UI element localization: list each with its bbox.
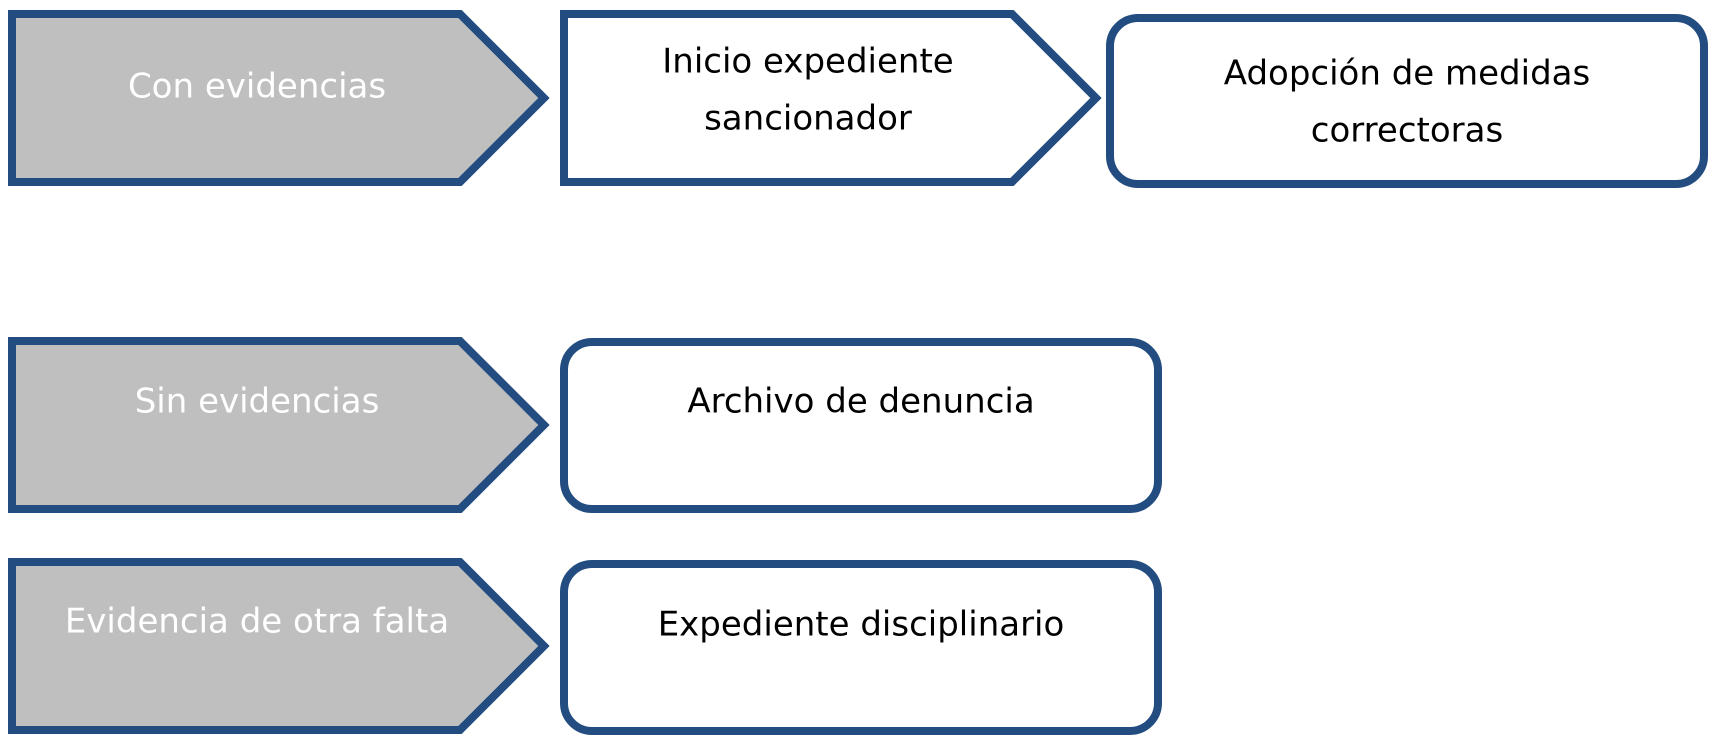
step-label-adopcion-medidas-line2: correctoras: [1311, 111, 1503, 151]
step-box-adopcion-medidas: [1106, 14, 1708, 188]
step-label-archivo-denuncia: Archivo de denuncia: [687, 382, 1034, 422]
condition-label-con-evidencias: Con evidencias: [128, 67, 386, 107]
condition-chevron-evidencia-otra-falta: [8, 558, 550, 734]
step-chevron-inicio-expediente: [560, 10, 1102, 186]
flow-row-evidencia-otra-falta: Evidencia de otra falta Expediente disci…: [8, 558, 1162, 735]
step-label-adopcion-medidas: Adopción de medidas: [1224, 54, 1590, 94]
flow-row-con-evidencias: Con evidencias Inicio expediente sancion…: [8, 10, 1708, 188]
flow-row-sin-evidencias: Sin evidencias Archivo de denuncia: [8, 337, 1162, 513]
condition-label-evidencia-otra-falta: Evidencia de otra falta: [65, 602, 449, 642]
step-box-archivo-denuncia: [560, 338, 1162, 513]
step-label-inicio-expediente: Inicio expediente: [662, 42, 953, 82]
step-label-inicio-expediente-line2: sancionador: [704, 99, 912, 139]
condition-label-sin-evidencias: Sin evidencias: [135, 382, 380, 422]
condition-chevron-con-evidencias: [8, 10, 550, 186]
step-label-expediente-disciplinario: Expediente disciplinario: [658, 605, 1065, 645]
condition-chevron-sin-evidencias: [8, 337, 550, 513]
step-box-expediente-disciplinario: [560, 560, 1162, 735]
